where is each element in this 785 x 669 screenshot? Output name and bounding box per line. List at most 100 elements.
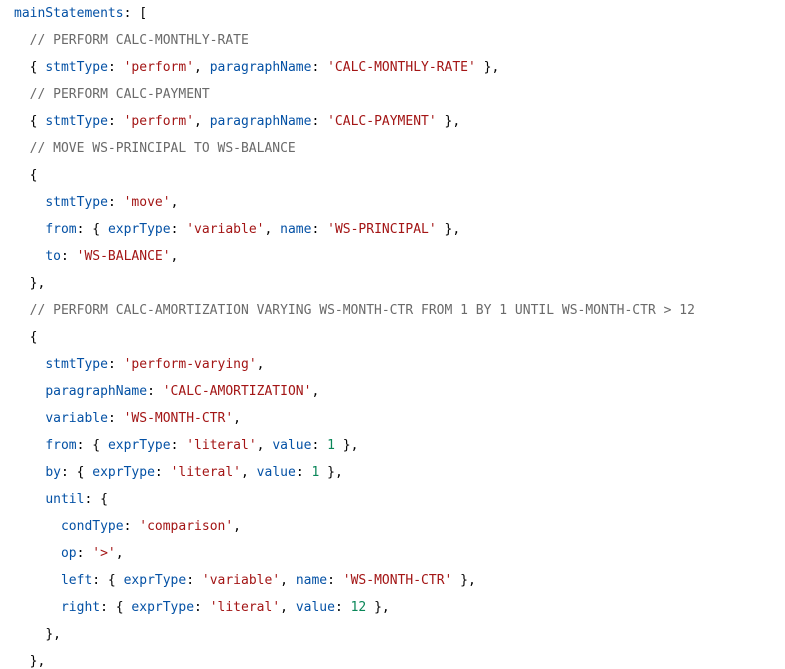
- code-punctuation-token: },: [334, 438, 359, 453]
- code-key-token: condType: [60, 519, 124, 534]
- code-line: left: { exprType: 'variable', name: 'WS-…: [14, 567, 695, 594]
- code-line: // MOVE WS-PRINCIPAL TO WS-BALANCE: [14, 135, 695, 162]
- code-indent-token: [14, 627, 45, 642]
- code-punctuation-token: {: [29, 168, 38, 183]
- code-punctuation-token: :: [194, 600, 210, 615]
- code-line: { stmtType: 'perform', paragraphName: 'C…: [14, 108, 695, 135]
- code-line: {: [14, 324, 695, 351]
- code-punctuation-token: :: [107, 114, 124, 129]
- code-punctuation-token: },: [29, 654, 46, 669]
- code-punctuation-token: ,: [241, 465, 257, 480]
- code-line: },: [14, 621, 695, 648]
- code-comment-token: // MOVE WS-PRINCIPAL TO WS-BALANCE: [29, 141, 296, 156]
- code-indent-token: [14, 33, 30, 48]
- code-key-token: exprType: [131, 600, 195, 615]
- code-string-token: 'CALC-PAYMENT': [327, 114, 437, 129]
- code-key-token: until: [45, 492, 85, 507]
- code-line: stmtType: 'move',: [14, 189, 695, 216]
- code-key-token: from: [45, 438, 77, 453]
- code-punctuation-token: :: [123, 519, 140, 534]
- code-string-token: 'comparison': [139, 519, 234, 534]
- code-line: condType: 'comparison',: [14, 513, 695, 540]
- code-punctuation-token: :: [311, 114, 328, 129]
- code-punctuation-token: ,: [115, 546, 124, 561]
- code-punctuation-token: ,: [194, 114, 210, 129]
- code-string-token: 'variable': [186, 222, 265, 237]
- code-key-token: op: [60, 546, 77, 561]
- code-string-token: 'variable': [201, 573, 281, 588]
- code-string-token: 'literal': [209, 600, 281, 615]
- code-punctuation-token: },: [475, 60, 500, 75]
- code-indent-token: [14, 222, 45, 237]
- code-key-token: stmtType: [45, 114, 108, 129]
- code-punctuation-token: :: [311, 60, 328, 75]
- code-key-token: value: [295, 600, 335, 615]
- code-punctuation-token: ,: [170, 249, 179, 264]
- code-indent-token: [14, 438, 45, 453]
- code-punctuation-token: :: [311, 222, 328, 237]
- code-punctuation-token: : {: [76, 222, 108, 237]
- code-punctuation-token: : {: [92, 573, 124, 588]
- code-punctuation-token: :: [186, 573, 202, 588]
- code-indent-token: [14, 87, 30, 102]
- code-indent-token: [14, 168, 30, 183]
- code-string-token: 'literal': [186, 438, 257, 453]
- code-line: // PERFORM CALC-PAYMENT: [14, 81, 695, 108]
- code-punctuation-token: ,: [170, 195, 179, 210]
- code-comment-token: // PERFORM CALC-MONTHLY-RATE: [29, 33, 249, 48]
- code-punctuation-token: ,: [256, 357, 265, 372]
- code-indent-token: [14, 249, 45, 264]
- code-line: {: [14, 162, 695, 189]
- code-key-token: exprType: [123, 573, 187, 588]
- code-punctuation-token: :: [76, 546, 93, 561]
- code-indent-token: [14, 330, 30, 345]
- code-key-token: paragraphName: [209, 114, 312, 129]
- code-punctuation-token: },: [45, 627, 61, 642]
- code-key-token: value: [256, 465, 296, 480]
- code-indent-token: [14, 276, 30, 291]
- code-indent-token: [14, 573, 61, 588]
- code-indent-token: [14, 384, 45, 399]
- code-indent-token: [14, 411, 45, 426]
- code-line: // PERFORM CALC-MONTHLY-RATE: [14, 27, 695, 54]
- code-punctuation-token: :: [170, 222, 187, 237]
- code-punctuation-token: :: [295, 465, 312, 480]
- code-punctuation-token: {: [29, 114, 46, 129]
- code-key-token: stmtType: [45, 195, 108, 210]
- code-key-token: value: [272, 438, 312, 453]
- code-line: stmtType: 'perform-varying',: [14, 351, 695, 378]
- code-indent-token: [14, 303, 30, 318]
- code-line: paragraphName: 'CALC-AMORTIZATION',: [14, 378, 695, 405]
- code-number-token: 1: [327, 438, 335, 453]
- code-key-token: left: [60, 573, 93, 588]
- code-key-token: right: [60, 600, 101, 615]
- code-number-token: 12: [350, 600, 367, 615]
- code-line: from: { exprType: 'literal', value: 1 },: [14, 432, 695, 459]
- code-string-token: 'CALC-MONTHLY-RATE': [327, 60, 476, 75]
- code-string-token: '>': [92, 546, 116, 561]
- code-line: },: [14, 648, 695, 669]
- code-punctuation-token: },: [29, 276, 46, 291]
- code-punctuation-token: },: [436, 114, 461, 129]
- code-punctuation-token: :: [147, 384, 163, 399]
- code-punctuation-token: ,: [280, 600, 296, 615]
- code-line: { stmtType: 'perform', paragraphName: 'C…: [14, 54, 695, 81]
- code-key-token: variable: [45, 411, 108, 426]
- code-punctuation-token: },: [366, 600, 390, 615]
- code-indent-token: [14, 465, 45, 480]
- code-punctuation-token: : {: [100, 600, 132, 615]
- code-indent-token: [14, 519, 61, 534]
- code-punctuation-token: :: [107, 195, 124, 210]
- code-punctuation-token: ,: [264, 222, 281, 237]
- code-block: mainStatements: [ // PERFORM CALC-MONTHL…: [14, 0, 695, 669]
- code-string-token: 'WS-MONTH-CTR': [342, 573, 453, 588]
- code-punctuation-token: :: [107, 357, 124, 372]
- code-key-token: to: [45, 249, 61, 264]
- code-line: variable: 'WS-MONTH-CTR',: [14, 405, 695, 432]
- code-punctuation-token: :: [311, 438, 328, 453]
- code-punctuation-token: {: [29, 60, 46, 75]
- code-punctuation-token: },: [319, 465, 343, 480]
- code-key-token: name: [295, 573, 328, 588]
- code-punctuation-token: :: [107, 60, 124, 75]
